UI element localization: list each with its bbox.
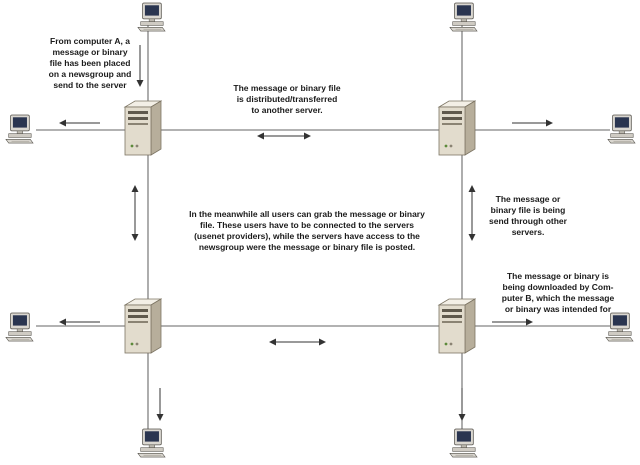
- computer-a-icon: [137, 2, 166, 32]
- computer-icon-bottom-left: [137, 428, 166, 458]
- note-meanwhile: In the meanwhile all users can grab the …: [189, 209, 425, 252]
- flow-arrows: [59, 45, 553, 421]
- computer-icon-left-top: [5, 114, 34, 144]
- computer-icon-top-right: [449, 2, 478, 32]
- computer-icon-bottom-right: [449, 428, 478, 458]
- note-distributed: The message or binary file is distribute…: [233, 83, 341, 115]
- server-icon-bottom-left: [124, 298, 162, 354]
- computer-b-icon: [605, 312, 634, 342]
- note-computer-a: From computer A, a message or binary fil…: [48, 36, 132, 90]
- computer-icon-right-top: [607, 114, 636, 144]
- server-icon-top-right: [438, 100, 476, 156]
- note-downloaded: The message or binary is being downloade…: [501, 271, 615, 314]
- server-icon-bottom-right: [438, 298, 476, 354]
- computer-icon-left-bottom: [5, 312, 34, 342]
- server-icon-top-left: [124, 100, 162, 156]
- note-send-through: The message or binary file is being send…: [489, 194, 567, 237]
